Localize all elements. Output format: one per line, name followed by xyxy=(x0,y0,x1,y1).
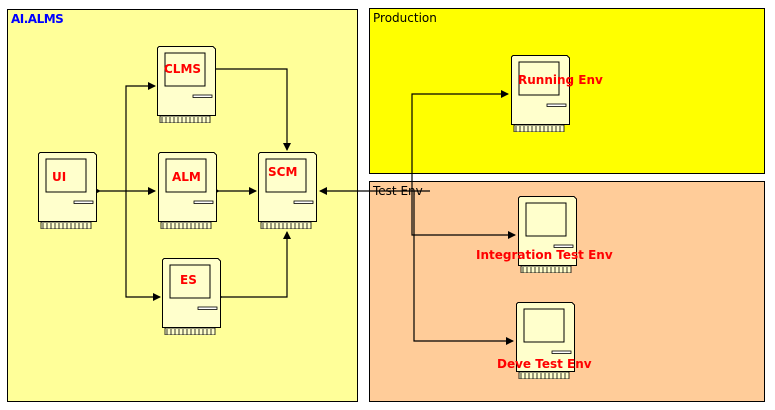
node-label-alm: ALM xyxy=(172,170,201,184)
edge-scm-integration xyxy=(411,191,516,239)
node-clms[interactable] xyxy=(157,46,217,124)
edge-scm-deve xyxy=(413,191,514,345)
edge-ui-clms xyxy=(125,82,156,191)
edge-es-scm xyxy=(215,231,291,301)
computer-icon xyxy=(162,258,221,336)
zone-title-ai-alms: AI.ALMS xyxy=(11,12,64,26)
computer-icon xyxy=(158,152,217,230)
node-ui[interactable] xyxy=(38,152,98,230)
node-es[interactable] xyxy=(162,258,222,336)
node-label-scm: SCM xyxy=(268,165,298,179)
computer-icon xyxy=(157,46,216,124)
node-alm[interactable] xyxy=(158,152,218,230)
node-scm[interactable] xyxy=(258,152,318,230)
computer-icon xyxy=(518,196,577,274)
edge-scm-running xyxy=(411,90,509,191)
node-label-clms: CLMS xyxy=(164,62,202,76)
computer-icon xyxy=(38,152,97,230)
node-running[interactable] xyxy=(511,55,571,133)
zone-title-production: Production xyxy=(373,11,437,25)
zone-production: Production xyxy=(369,8,765,174)
edge-clms-scm xyxy=(209,65,291,151)
computer-icon xyxy=(511,55,570,133)
node-label-es: ES xyxy=(180,273,197,287)
computer-icon xyxy=(258,152,317,230)
edge-ui-es xyxy=(125,191,161,301)
computer-icon xyxy=(516,302,575,380)
node-label-running: Running Env xyxy=(518,73,603,87)
node-integration[interactable] xyxy=(518,196,578,274)
node-label-integration: Integration Test Env xyxy=(476,248,613,262)
node-deve[interactable] xyxy=(516,302,576,380)
node-label-ui: UI xyxy=(52,170,67,184)
node-label-deve: Deve Test Env xyxy=(497,357,592,371)
